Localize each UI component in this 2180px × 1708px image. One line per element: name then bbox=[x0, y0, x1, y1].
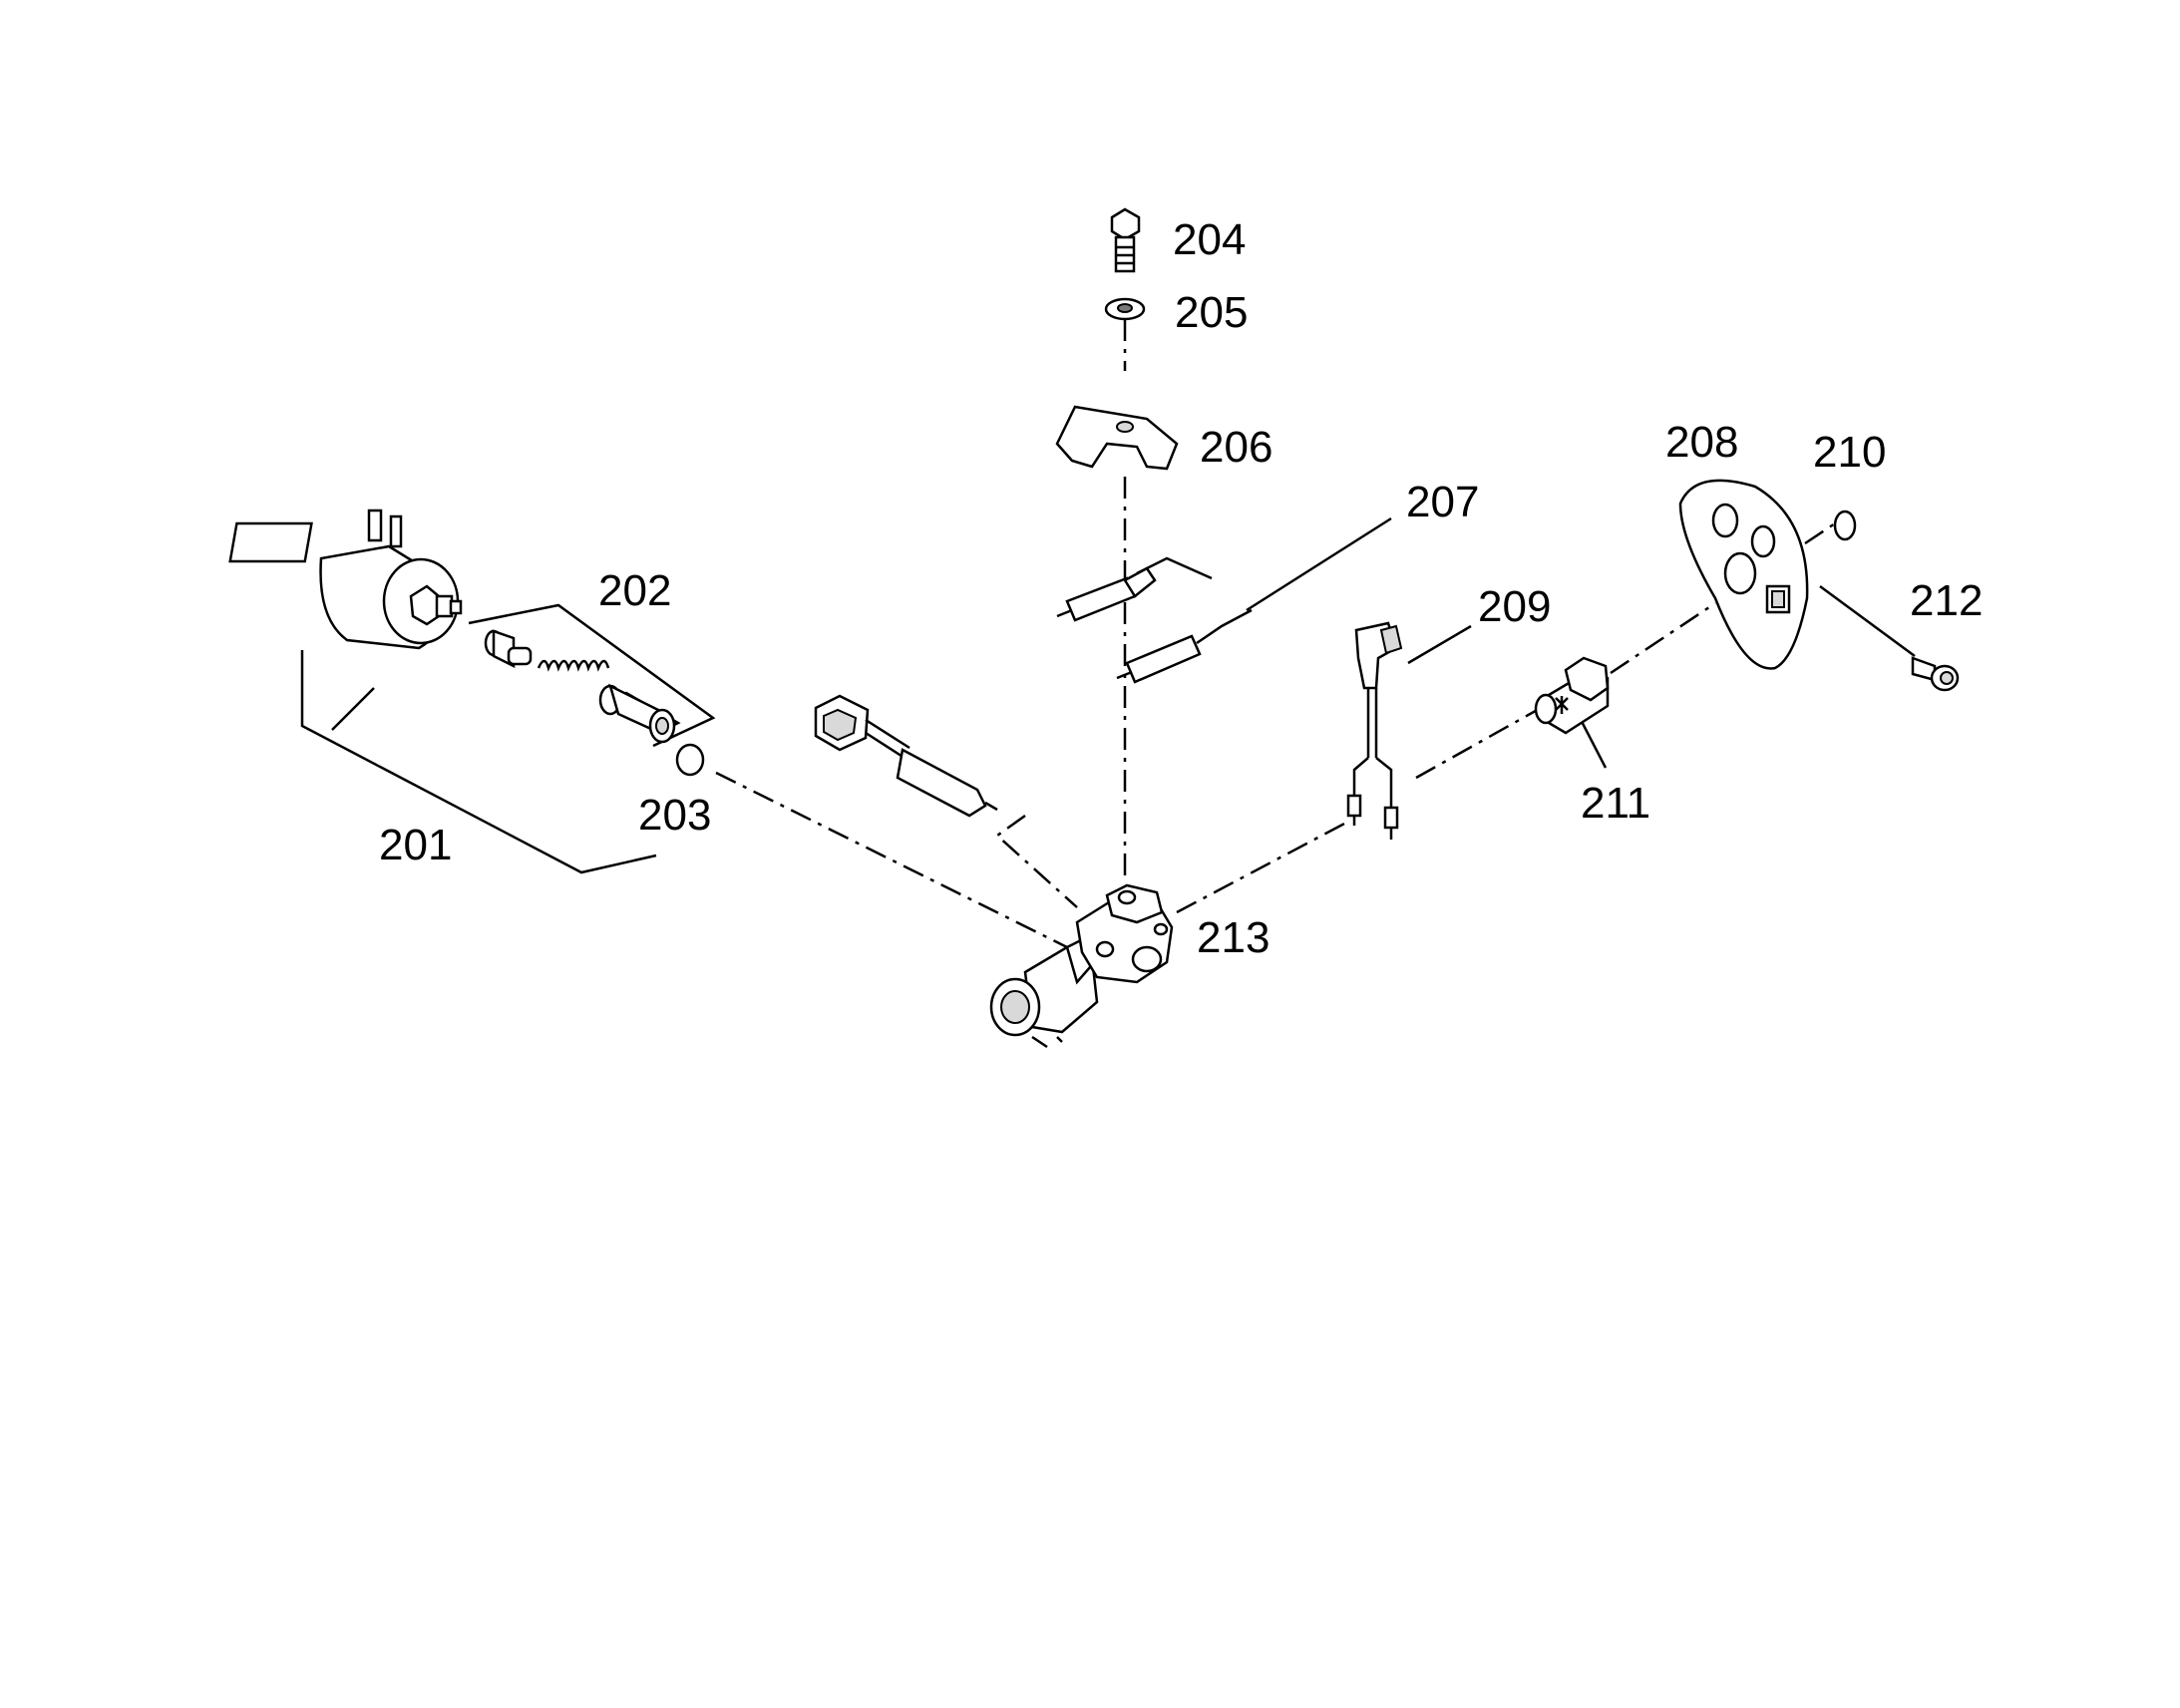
callout-213: 213 bbox=[1197, 913, 1270, 962]
valve-kit-202 bbox=[484, 629, 681, 744]
leader-202 bbox=[468, 603, 716, 748]
callout-206: 206 bbox=[1200, 423, 1272, 472]
solenoid-coil-201 bbox=[228, 509, 463, 650]
sensor-207 bbox=[1056, 556, 1253, 684]
callout-209: 209 bbox=[1478, 582, 1551, 631]
bolt-204 bbox=[1110, 207, 1141, 273]
callout-212: 212 bbox=[1910, 576, 1983, 625]
clamp-206 bbox=[1055, 405, 1179, 471]
o-ring-210 bbox=[1833, 510, 1857, 541]
valve-body-213 bbox=[989, 883, 1174, 1049]
callout-202: 202 bbox=[598, 566, 671, 615]
assembly-lines bbox=[715, 319, 1836, 949]
leader-201 bbox=[300, 650, 657, 874]
plate-208 bbox=[1678, 479, 1809, 670]
leader-207 bbox=[1246, 516, 1392, 612]
pressure-switch-211 bbox=[1534, 656, 1610, 735]
callout-205: 205 bbox=[1175, 288, 1248, 337]
screw-212 bbox=[1911, 656, 1960, 692]
leader-lines bbox=[300, 516, 1916, 874]
callout-204: 204 bbox=[1173, 215, 1246, 264]
callout-201: 201 bbox=[379, 821, 452, 869]
leader-212 bbox=[1819, 584, 1916, 658]
wire-connector bbox=[814, 694, 998, 818]
leader-209 bbox=[1407, 624, 1472, 665]
switch-209 bbox=[1346, 621, 1403, 840]
callout-210: 210 bbox=[1813, 428, 1886, 477]
washer-205 bbox=[1104, 297, 1146, 321]
callout-208: 208 bbox=[1665, 418, 1738, 467]
callout-203: 203 bbox=[638, 791, 711, 840]
callout-207: 207 bbox=[1406, 478, 1479, 526]
callout-labels: 201 202 203 204 205 206 207 208 209 210 … bbox=[379, 215, 1983, 962]
callout-211: 211 bbox=[1581, 779, 1650, 828]
o-ring-203 bbox=[675, 743, 705, 777]
